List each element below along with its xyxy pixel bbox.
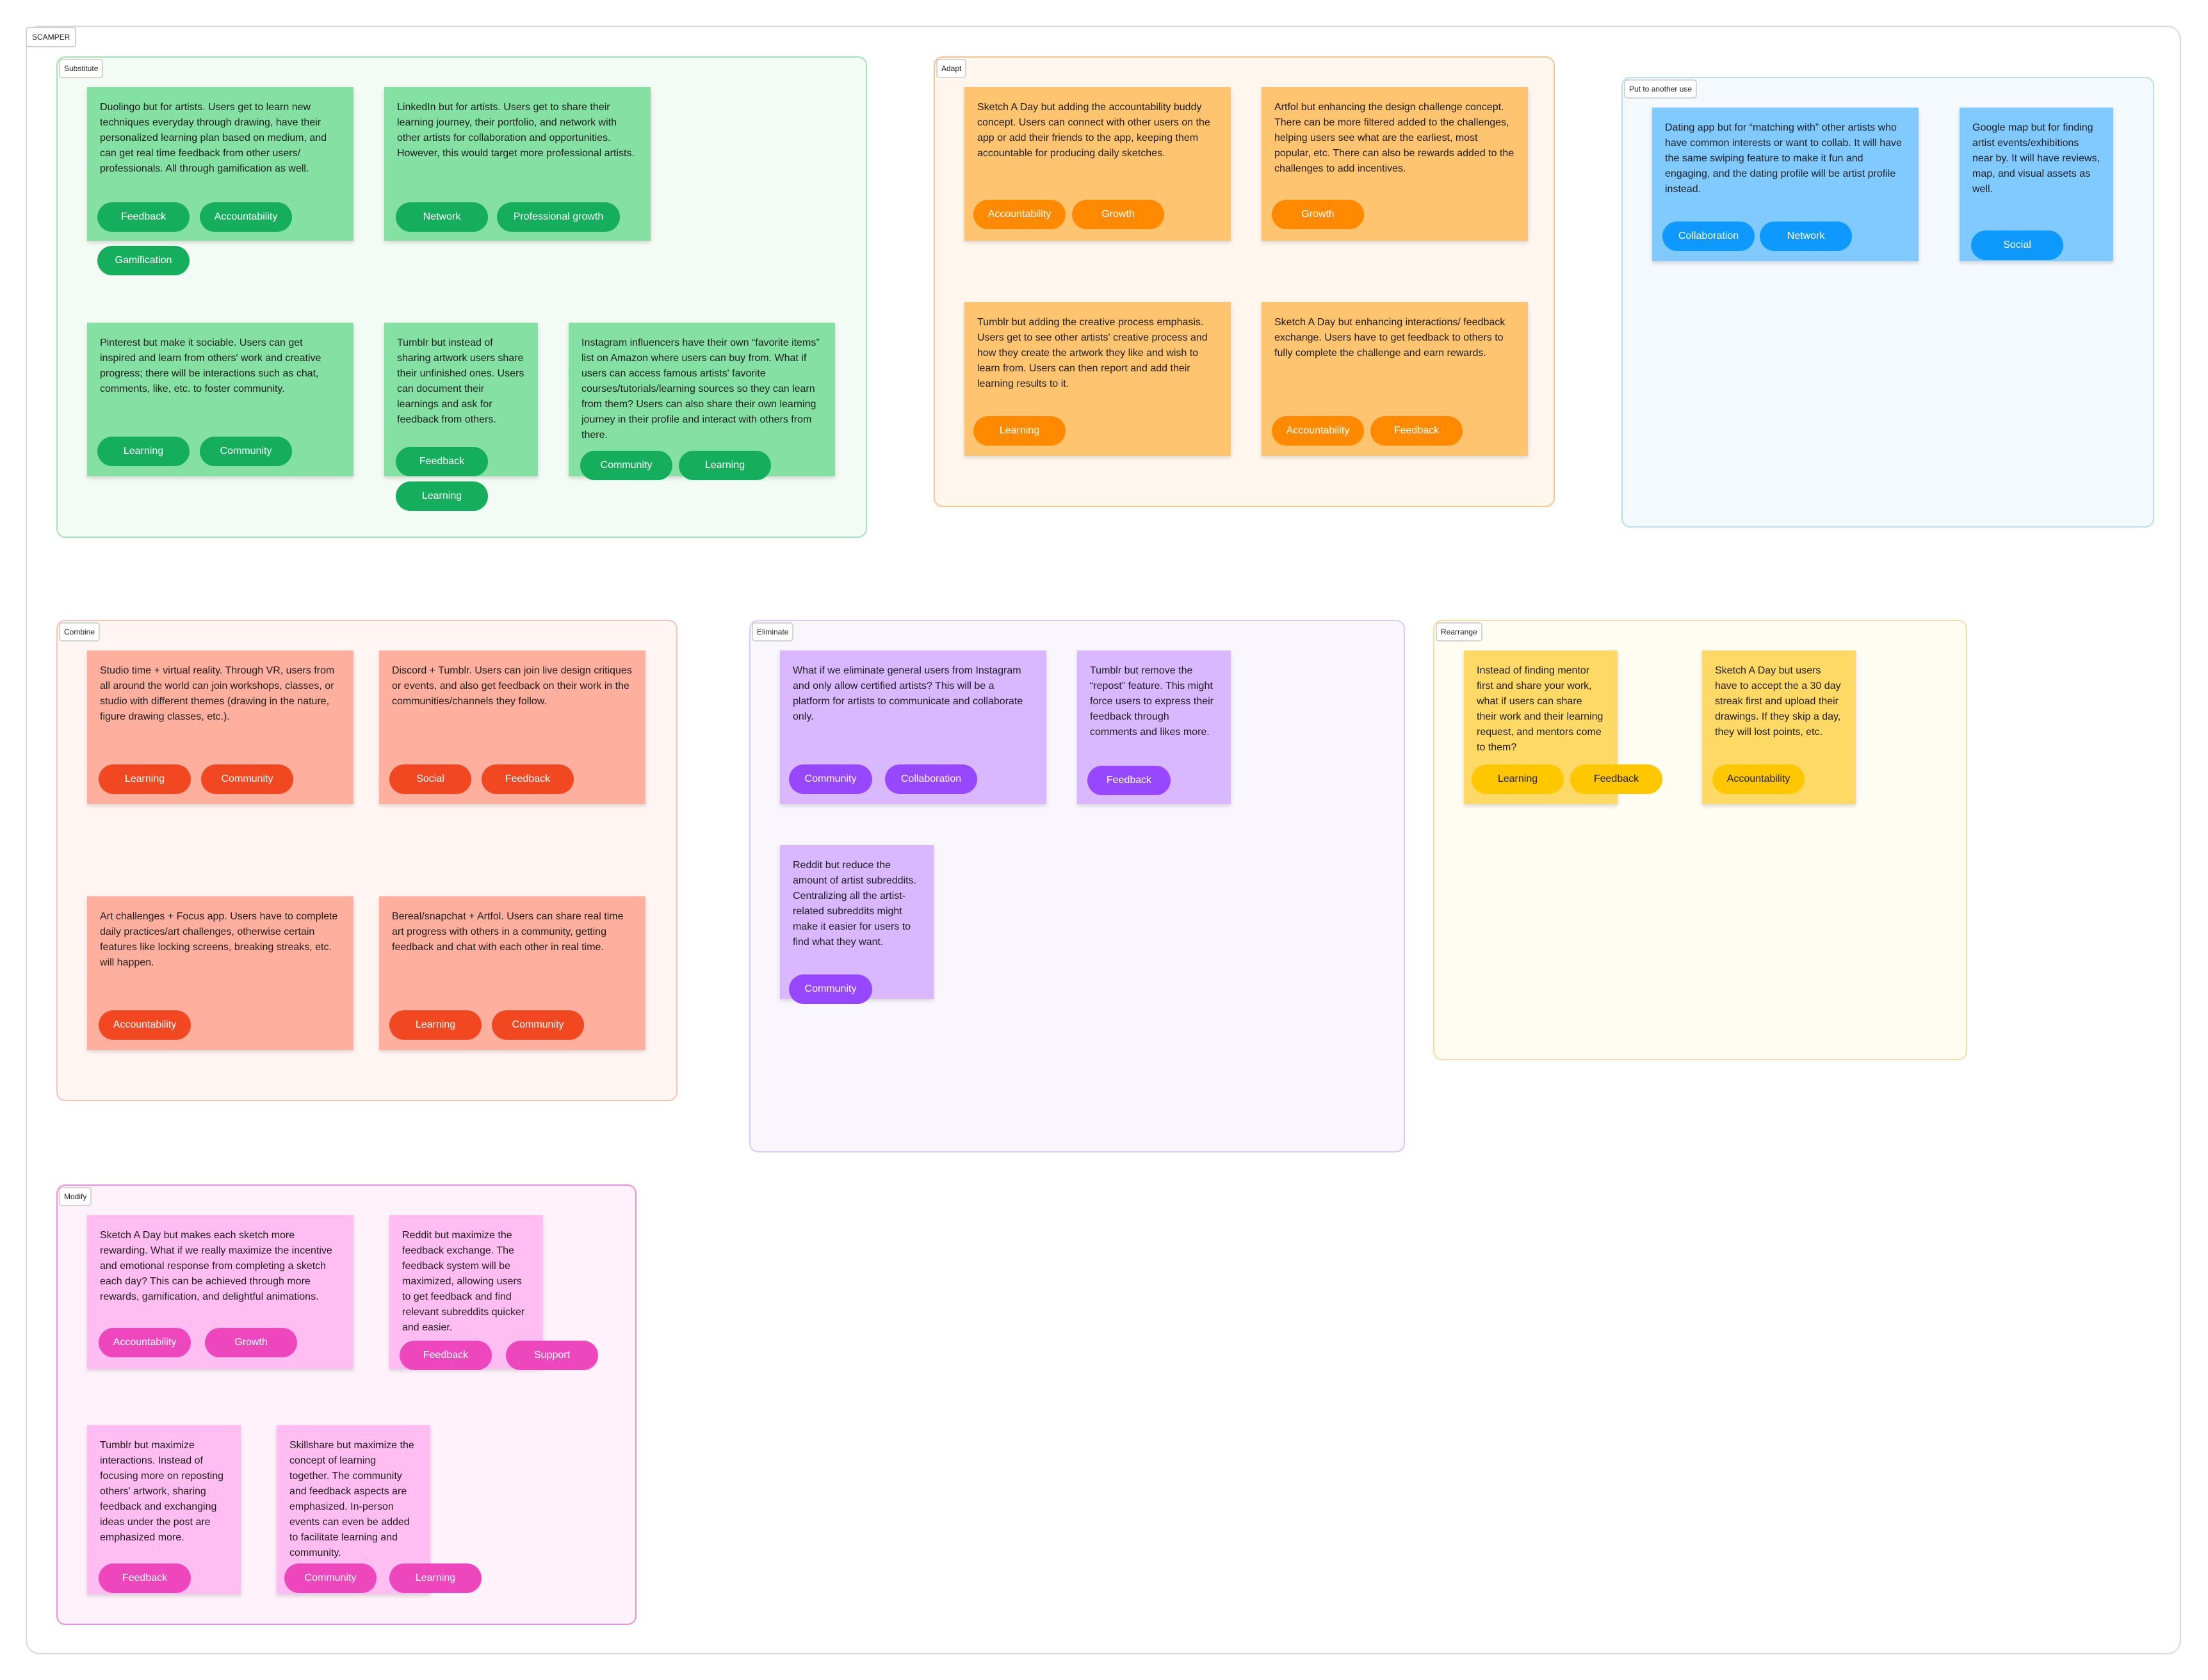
- tag-learning[interactable]: Learning: [1472, 764, 1564, 794]
- note-text: What if we eliminate general users from …: [793, 665, 1023, 722]
- tag-accountability[interactable]: Accountability: [99, 1328, 191, 1357]
- note-text: Pinterest but make it sociable. Users ca…: [100, 337, 321, 394]
- tag-growth[interactable]: Growth: [1072, 200, 1164, 229]
- tag-growth[interactable]: Growth: [1272, 200, 1364, 229]
- note-text: Sketch A Day but adding the accountabili…: [977, 102, 1210, 159]
- tag-network[interactable]: Network: [396, 202, 488, 232]
- note-text: Instead of finding mentor first and shar…: [1477, 665, 1603, 753]
- tag-accountability[interactable]: Accountability: [973, 200, 1066, 229]
- tag-accountability[interactable]: Accountability: [200, 202, 292, 232]
- tag-accountability[interactable]: Accountability: [1272, 416, 1364, 446]
- note-text: LinkedIn but for artists. Users get to s…: [397, 102, 635, 159]
- board-title[interactable]: SCAMPER: [26, 27, 77, 47]
- tag-gamification[interactable]: Gamification: [97, 246, 190, 275]
- tag-learning[interactable]: Learning: [396, 481, 488, 511]
- note-text: Dating app but for “matching with” other…: [1665, 122, 1902, 195]
- tag-professional-growth[interactable]: Professional growth: [497, 202, 620, 232]
- sticky-note[interactable]: What if we eliminate general users from …: [780, 650, 1046, 804]
- tag-collaboration[interactable]: Collaboration: [1662, 222, 1755, 251]
- tag-feedback[interactable]: Feedback: [99, 1563, 191, 1593]
- tag-feedback[interactable]: Feedback: [482, 764, 574, 794]
- note-text: Google map but for finding artist events…: [1972, 122, 2100, 195]
- note-text: Art challenges + Focus app. Users have t…: [100, 911, 338, 968]
- note-text: Tumblr but adding the creative process e…: [977, 317, 1208, 389]
- tag-community[interactable]: Community: [789, 974, 872, 1004]
- section-title[interactable]: Modify: [59, 1187, 92, 1206]
- note-text: Studio time + virtual reality. Through V…: [100, 665, 335, 722]
- note-text: Sketch A Day but users have to accept th…: [1715, 665, 1841, 738]
- note-text: Sketch A Day but enhancing interactions/…: [1274, 317, 1506, 359]
- tag-accountability[interactable]: Accountability: [1712, 764, 1805, 794]
- note-text: Reddit but maximize the feedback exchang…: [402, 1230, 525, 1333]
- board-frame: [26, 26, 2181, 1654]
- note-text: Tumblr but maximize interactions. Instea…: [100, 1440, 223, 1543]
- note-text: Skillshare but maximize the concept of l…: [289, 1440, 414, 1558]
- tag-learning[interactable]: Learning: [973, 416, 1066, 446]
- tag-social[interactable]: Social: [1971, 230, 2063, 260]
- sticky-note[interactable]: Sketch A Day but users have to accept th…: [1702, 650, 1856, 804]
- tag-community[interactable]: Community: [580, 451, 672, 480]
- tag-support[interactable]: Support: [506, 1341, 598, 1370]
- section-title[interactable]: Substitute: [59, 59, 104, 78]
- section-title[interactable]: Combine: [59, 622, 101, 642]
- note-text: Discord + Tumblr. Users can join live de…: [392, 665, 632, 707]
- tag-community[interactable]: Community: [201, 764, 293, 794]
- tag-community[interactable]: Community: [789, 764, 872, 794]
- tag-social[interactable]: Social: [389, 764, 471, 794]
- section-title[interactable]: Eliminate: [752, 622, 794, 642]
- sticky-note[interactable]: Art challenges + Focus app. Users have t…: [87, 896, 353, 1050]
- note-text: Reddit but reduce the amount of artist s…: [793, 860, 916, 948]
- tag-learning[interactable]: Learning: [99, 764, 191, 794]
- tag-feedback[interactable]: Feedback: [1087, 766, 1171, 795]
- note-text: Sketch A Day but makes each sketch more …: [100, 1230, 332, 1302]
- tag-feedback[interactable]: Feedback: [1570, 764, 1662, 794]
- tag-feedback[interactable]: Feedback: [1370, 416, 1463, 446]
- tag-learning[interactable]: Learning: [97, 437, 190, 466]
- tag-collaboration[interactable]: Collaboration: [885, 764, 977, 794]
- tag-feedback[interactable]: Feedback: [396, 447, 488, 476]
- tag-learning[interactable]: Learning: [389, 1563, 482, 1593]
- tag-community[interactable]: Community: [492, 1010, 584, 1040]
- tag-feedback[interactable]: Feedback: [97, 202, 190, 232]
- section-title[interactable]: Rearrange: [1436, 622, 1482, 642]
- note-text: Instagram influencers have their own “fa…: [581, 337, 820, 440]
- tag-learning[interactable]: Learning: [389, 1010, 482, 1040]
- note-text: Tumblr but instead of sharing artwork us…: [397, 337, 524, 425]
- section-title[interactable]: Put to another use: [1624, 79, 1698, 99]
- tag-network[interactable]: Network: [1760, 222, 1852, 251]
- section-title[interactable]: Adapt: [936, 59, 967, 78]
- tag-feedback[interactable]: Feedback: [400, 1341, 492, 1370]
- note-text: Bereal/snapchat + Artfol. Users can shar…: [392, 911, 624, 953]
- note-text: Artfol but enhancing the design challeng…: [1274, 102, 1514, 174]
- tag-growth[interactable]: Growth: [205, 1328, 297, 1357]
- tag-community[interactable]: Community: [200, 437, 292, 466]
- tag-accountability[interactable]: Accountability: [99, 1010, 191, 1040]
- tag-community[interactable]: Community: [284, 1563, 377, 1593]
- tag-learning[interactable]: Learning: [679, 451, 771, 480]
- note-text: Duolingo but for artists. Users get to l…: [100, 102, 327, 174]
- sticky-note[interactable]: Reddit but reduce the amount of artist s…: [780, 845, 934, 999]
- note-text: Tumblr but remove the “repost” feature. …: [1090, 665, 1214, 738]
